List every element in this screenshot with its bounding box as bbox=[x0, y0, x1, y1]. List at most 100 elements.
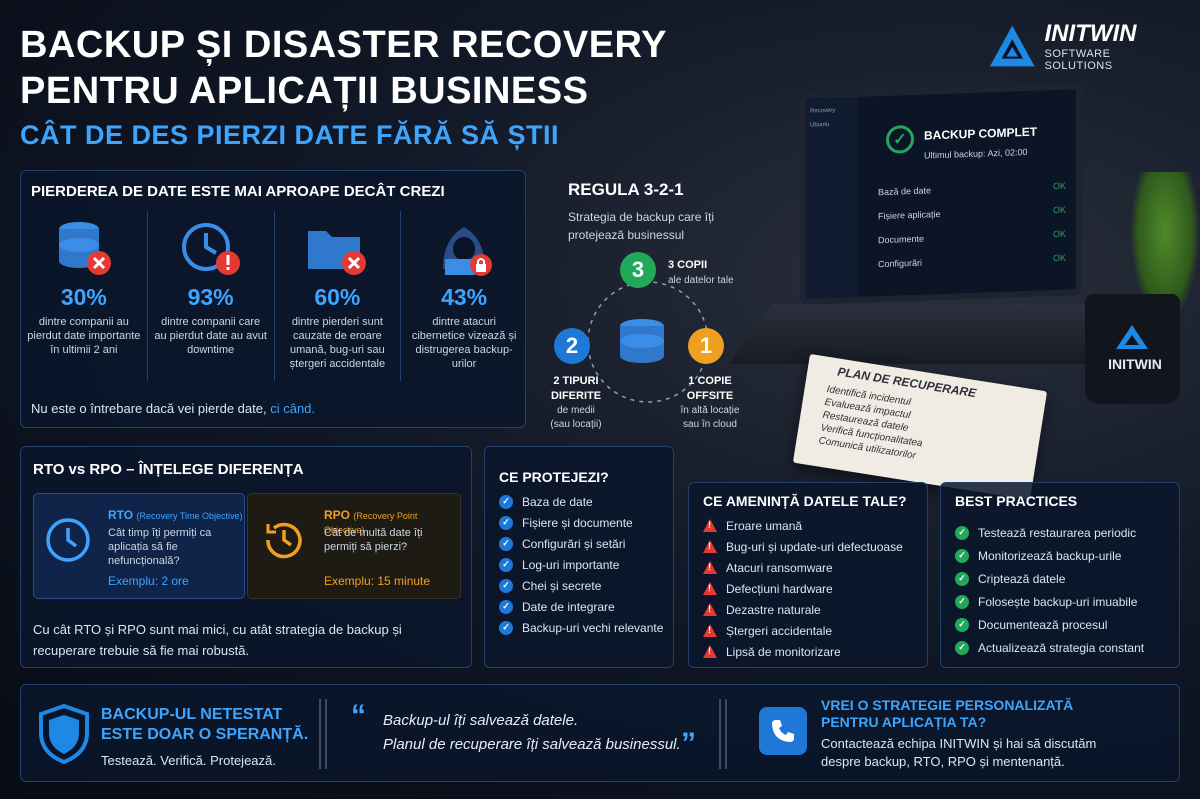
list-item: ✓Monitorizează backup-urile bbox=[955, 544, 1144, 567]
backup-row-label: Configurări bbox=[878, 257, 923, 270]
laptop-screen: Recovery Ubuntu ✓ BACKUP COMPLET Ultimul… bbox=[800, 83, 1082, 305]
protect-panel: CE PROTEJEZI? ✓Baza de date ✓Fișiere și … bbox=[484, 446, 674, 668]
brand-name: INITWIN bbox=[1044, 20, 1137, 47]
database-error-icon bbox=[58, 222, 111, 275]
rto-rpo-title: RTO vs RPO – ÎNȚELEGE DIFERENȚA bbox=[33, 461, 304, 478]
quote-line-1: Backup-ul îți salvează datele. bbox=[383, 712, 579, 729]
rto-label: RTO bbox=[108, 508, 134, 522]
backup-row: Configurări OK bbox=[878, 246, 1066, 277]
brand-tagline: SOFTWARE SOLUTIONS bbox=[1044, 48, 1113, 72]
list-item: Eroare umană bbox=[703, 515, 903, 536]
check-icon: ✓ bbox=[955, 617, 969, 632]
best-practices-list: ✓Testează restaurarea periodic ✓Monitori… bbox=[955, 521, 1144, 659]
stat-item: 43% dintre atacuri cibernetice vizează ș… bbox=[401, 211, 527, 391]
list-item: ✓Folosește backup-uri imuabile bbox=[955, 590, 1144, 613]
stat-description: dintre companii au pierdut date importan… bbox=[27, 316, 141, 356]
shield-line-1: BACKUP-UL NETESTAT bbox=[101, 706, 283, 723]
backup-row-status: OK bbox=[1052, 204, 1066, 216]
stat-value: 93% bbox=[187, 284, 234, 310]
rule-two-badge: 2 bbox=[554, 328, 590, 364]
stat-value: 30% bbox=[60, 284, 107, 310]
best-practices-panel: BEST PRACTICES ✓Testează restaurarea per… bbox=[940, 482, 1180, 668]
list-item: ✓Chei și secrete bbox=[499, 575, 663, 596]
rpo-example: Exemplu: 15 minute bbox=[324, 574, 431, 588]
list-item: Ștergeri accidentale bbox=[703, 620, 903, 641]
phone-glyph-icon bbox=[772, 720, 794, 742]
warning-icon bbox=[703, 624, 717, 637]
title-line-1: BACKUP ȘI DISASTER RECOVERY bbox=[20, 24, 667, 66]
initwin-logo-icon bbox=[989, 25, 1035, 67]
rto-full-name: (Recovery Time Objective) bbox=[136, 511, 243, 521]
stat-item: 60% dintre pierderi sunt cauzate de eroa… bbox=[275, 211, 401, 391]
rto-description: Cât timp îți permiți ca aplicația să fie… bbox=[108, 527, 212, 567]
footer-highlight: ci când. bbox=[270, 401, 316, 416]
rto-heading: RTO (Recovery Time Objective) bbox=[108, 508, 243, 522]
coffee-mug: INITWIN bbox=[1085, 294, 1180, 404]
mug-text: INITWIN bbox=[1108, 356, 1162, 372]
data-loss-panel: PIERDEREA DE DATE ESTE MAI APROAPE DECÂT… bbox=[20, 170, 526, 428]
laptop-scene: Recovery Ubuntu ✓ BACKUP COMPLET Ultimul… bbox=[728, 82, 1200, 501]
threats-panel: CE AMENINȚĂ DATELE TALE? Eroare umană Bu… bbox=[688, 482, 928, 668]
check-icon: ✓ bbox=[499, 536, 513, 551]
page-subtitle: CÂT DE DES PIERZI DATE FĂRĂ SĂ ȘTII bbox=[20, 120, 560, 150]
rule-two-title: 2 TIPURI DIFERITE bbox=[550, 375, 602, 402]
rule-321-section: REGULA 3-2-1 Strategia de backup care îț… bbox=[540, 170, 750, 438]
protect-title: CE PROTEJEZI? bbox=[499, 469, 609, 485]
data-loss-title: PIERDEREA DE DATE ESTE MAI APROAPE DECÂT… bbox=[31, 183, 445, 200]
list-item: ✓Criptează datele bbox=[955, 567, 1144, 590]
check-icon: ✓ bbox=[955, 640, 969, 655]
quote-text: Backup-ul îți salvează datele. Planul de… bbox=[383, 709, 681, 757]
stat-value: 60% bbox=[314, 284, 361, 310]
rpo-full-name: (Recovery Point Objective) bbox=[324, 511, 418, 535]
list-item: Atacuri ransomware bbox=[703, 557, 903, 578]
footer-text: Nu este o întrebare dacă vei pierde date… bbox=[31, 401, 267, 416]
warning-icon bbox=[703, 603, 717, 616]
cta-line-1: VREI O STRATEGIE PERSONALIZATĂ bbox=[821, 697, 1074, 713]
check-icon: ✓ bbox=[955, 525, 969, 540]
shield-icon bbox=[39, 703, 89, 765]
quote-open-icon: “ bbox=[351, 699, 366, 732]
rto-box: RTO (Recovery Time Objective) Cât timp î… bbox=[33, 493, 245, 599]
stat-description: dintre companii care au pierdut date au … bbox=[154, 316, 267, 356]
rule-three-badge: 3 bbox=[620, 252, 656, 288]
list-item: ✓Configurări și setări bbox=[499, 533, 663, 554]
cta-headline: VREI O STRATEGIE PERSONALIZATĂ PENTRU AP… bbox=[821, 697, 1073, 731]
rule-three-subtitle: ale datelor tale bbox=[668, 275, 734, 286]
stat-value: 43% bbox=[441, 284, 488, 310]
backup-row-status: OK bbox=[1052, 252, 1066, 264]
rule-one-subtitle: în altă locație sau în cloud bbox=[680, 405, 740, 430]
hacker-lock-icon bbox=[443, 227, 493, 276]
rule-one-title: 1 COPIE OFFSITE bbox=[686, 375, 734, 402]
check-icon: ✓ bbox=[499, 620, 513, 635]
data-loss-footer: Nu este o întrebare dacă vei pierde date… bbox=[31, 401, 315, 416]
best-practices-title: BEST PRACTICES bbox=[955, 493, 1078, 509]
rpo-box: RPO (Recovery Point Objective) Cât de mu… bbox=[247, 493, 461, 599]
phone-icon[interactable] bbox=[759, 707, 807, 755]
stat-description: dintre atacuri cibernetice vizează și di… bbox=[411, 316, 517, 370]
list-item: ✓Backup-uri vechi relevante bbox=[499, 617, 663, 638]
protect-list: ✓Baza de date ✓Fișiere și documente ✓Con… bbox=[499, 491, 663, 638]
clock-icon bbox=[46, 518, 90, 562]
shield-headline: BACKUP-UL NETESTAT ESTE DOAR O SPERANȚĂ. bbox=[101, 705, 308, 745]
warning-icon bbox=[703, 561, 717, 574]
mug-logo-icon bbox=[1116, 325, 1148, 349]
threats-list: Eroare umană Bug-uri și update-uri defec… bbox=[703, 515, 903, 662]
rule-two-subtitle: de medii (sau locații) bbox=[550, 405, 602, 430]
backup-status-title: BACKUP COMPLET bbox=[924, 124, 1038, 143]
list-item: Lipsă de monitorizare bbox=[703, 641, 903, 662]
backup-row-label: Fișiere aplicație bbox=[878, 209, 941, 222]
check-circle-icon: ✓ bbox=[886, 124, 914, 154]
title-line-2: PENTRU APLICAȚII BUSINESS bbox=[20, 70, 589, 112]
cta-line-2: PENTRU APLICAȚIA TA? bbox=[821, 714, 987, 730]
clock-warning-icon bbox=[181, 223, 240, 275]
check-icon: ✓ bbox=[499, 599, 513, 614]
warning-icon bbox=[703, 582, 717, 595]
laptop-sidebar: Recovery Ubuntu bbox=[806, 96, 858, 299]
threats-title: CE AMENINȚĂ DATELE TALE? bbox=[703, 493, 907, 509]
shield-line-2: ESTE DOAR O SPERANȚĂ. bbox=[101, 726, 309, 743]
backup-rows: Bază de date OK Fișiere aplicație OK Doc… bbox=[878, 174, 1066, 277]
history-clock-icon bbox=[266, 522, 302, 559]
check-icon: ✓ bbox=[955, 548, 969, 563]
check-icon: ✓ bbox=[499, 515, 513, 530]
backup-row-status: OK bbox=[1052, 228, 1066, 240]
